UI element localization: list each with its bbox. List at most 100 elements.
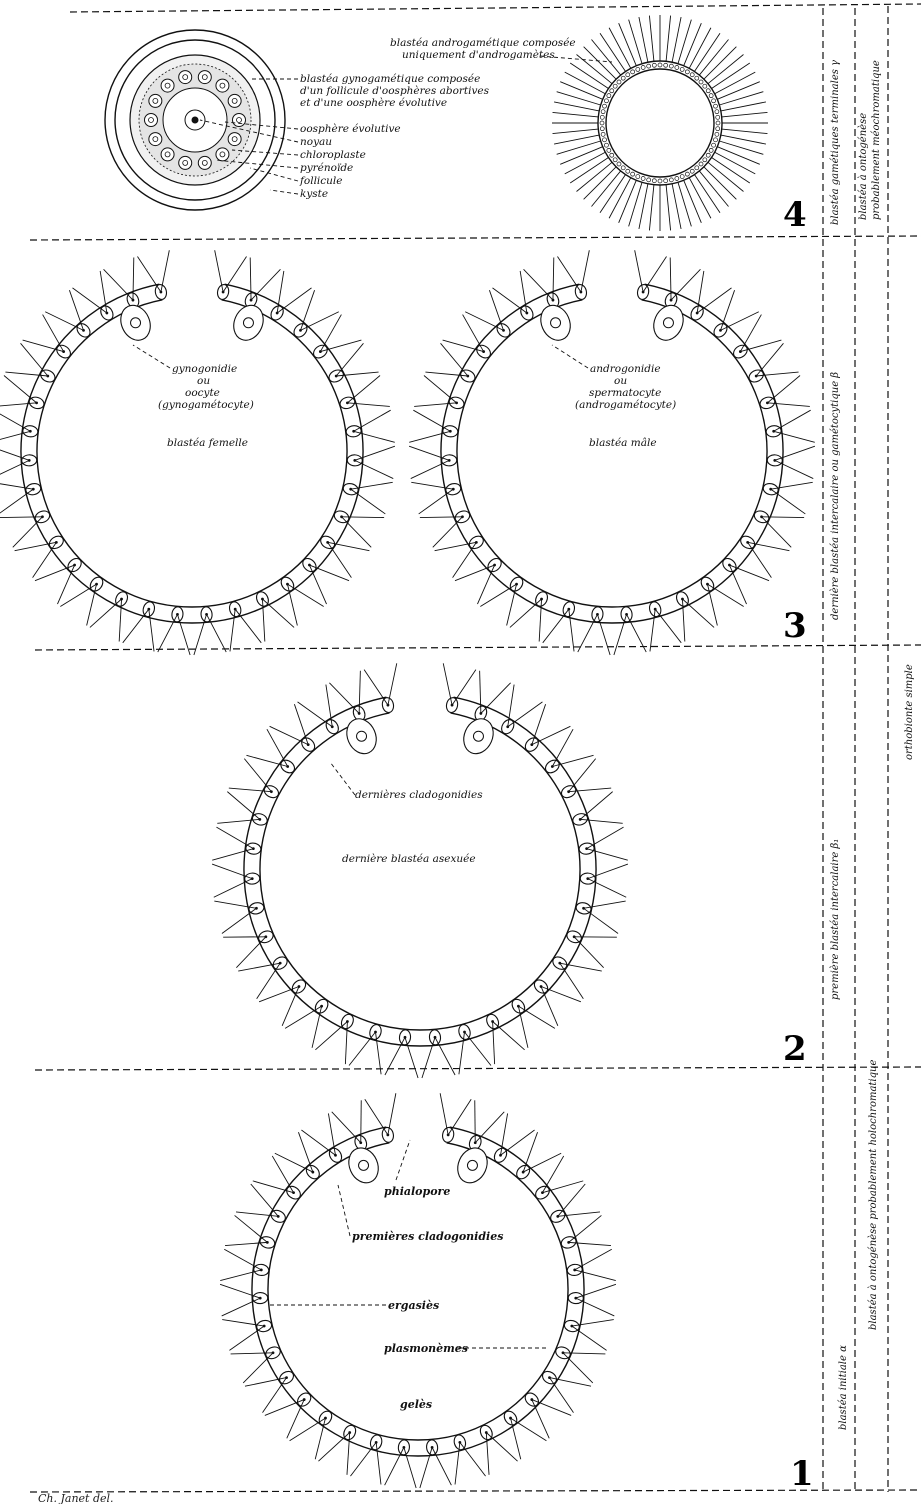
flagellum [649, 609, 656, 652]
panel-number-4: 4 [783, 195, 807, 235]
flagellum [256, 962, 281, 1000]
label-andro-line1: blastéa androgamétique composée [390, 37, 576, 49]
label-spermatocyte: spermatocyte [589, 387, 661, 399]
flagellum [681, 598, 686, 642]
flagellum [224, 1248, 262, 1271]
androgamete [688, 27, 712, 69]
bottom-divider [29, 1489, 921, 1493]
flagellum [311, 1006, 323, 1048]
androgamete [608, 27, 632, 69]
gonidium [120, 304, 151, 341]
flagellum [568, 787, 612, 793]
flagellum [654, 608, 682, 644]
flagellum [348, 1031, 376, 1066]
flagellum [230, 1352, 274, 1355]
androgamete [703, 166, 737, 200]
flagellum [773, 409, 811, 432]
flagellum [531, 704, 547, 745]
gonidium [540, 304, 571, 341]
flagellum [682, 598, 715, 628]
flagellum [425, 371, 468, 377]
flagellum [157, 614, 178, 653]
flagellum [269, 725, 309, 746]
flagellum [0, 430, 31, 440]
asexual-blastea [211, 663, 629, 1079]
label-androgametocyte: (androgamétocyte) [575, 399, 676, 411]
flagellum [289, 1417, 326, 1442]
androgamete [599, 32, 626, 72]
androgamete [638, 16, 649, 63]
flagellum [276, 287, 312, 314]
flagellum [583, 907, 619, 934]
flagellum [118, 598, 123, 642]
flagellum [414, 402, 457, 407]
flagellum [350, 488, 386, 515]
androgamete [720, 101, 767, 112]
flagellum [597, 614, 611, 656]
flagellum [761, 516, 792, 548]
abortive-oosphere [197, 70, 212, 85]
flagellum [14, 541, 57, 552]
flagellum [22, 339, 64, 353]
flagellum [670, 268, 701, 301]
androgamete [665, 15, 672, 62]
flagellum [642, 256, 667, 293]
initial-blastea [219, 1093, 617, 1489]
label-gyno-line2: d'un follicule d'oosphères abortives [300, 85, 490, 97]
androgamete [553, 101, 600, 112]
flagellum [485, 1432, 490, 1475]
abortive-oosphere [148, 93, 163, 108]
label-dernieres-cladogonidies: dernières cladogonidies [355, 789, 483, 801]
flagellum [451, 669, 477, 706]
flagellum [580, 818, 623, 824]
flagellum [507, 684, 515, 727]
androgamete [698, 39, 729, 76]
flagellum [206, 614, 227, 653]
label-kyste: kyste [300, 188, 328, 200]
flagellum [354, 445, 396, 461]
flagellum [409, 430, 451, 443]
flagellum [531, 1399, 550, 1439]
flagellum [346, 1432, 351, 1475]
flagellum [309, 564, 327, 605]
flagellum [57, 564, 75, 605]
flagellum [347, 402, 390, 407]
abortive-oosphere [227, 93, 242, 108]
flagellum [229, 1325, 265, 1351]
flagellum [557, 1183, 586, 1217]
flagellum [320, 314, 342, 352]
flagellum [0, 459, 30, 475]
leader-follicule [249, 167, 299, 182]
label-phialopore: phialopore [384, 1185, 450, 1198]
flagellum [568, 609, 575, 652]
flagellum [464, 1031, 492, 1066]
androgamete [671, 16, 682, 63]
flagellum [298, 1132, 314, 1173]
panel-number-3: 3 [783, 606, 807, 646]
flagellum [411, 481, 454, 490]
flagellum [755, 343, 784, 377]
flagellum [419, 1447, 433, 1489]
flagellum [770, 481, 813, 490]
outer-ring [440, 283, 784, 624]
flagellum [440, 343, 469, 377]
flagellum [442, 663, 453, 706]
flagellum [462, 314, 484, 352]
flagellum [549, 1377, 574, 1413]
label-plasmonemes: plasmonèmes [384, 1342, 468, 1355]
flagellum [492, 1021, 525, 1051]
androgamete [648, 15, 655, 62]
flagellum [264, 1399, 305, 1416]
flagellum [103, 268, 134, 301]
flagellum [122, 608, 150, 644]
gonidium [233, 304, 264, 341]
androgamete [694, 32, 721, 72]
flagellum [137, 256, 162, 293]
top-divider [69, 3, 921, 13]
leader-cladogonidies [329, 761, 356, 796]
flagellum [212, 848, 254, 861]
flagellum [42, 314, 64, 352]
column-label-top-1: blastéa à ontogénèse [858, 113, 869, 220]
flagellum [587, 863, 629, 880]
